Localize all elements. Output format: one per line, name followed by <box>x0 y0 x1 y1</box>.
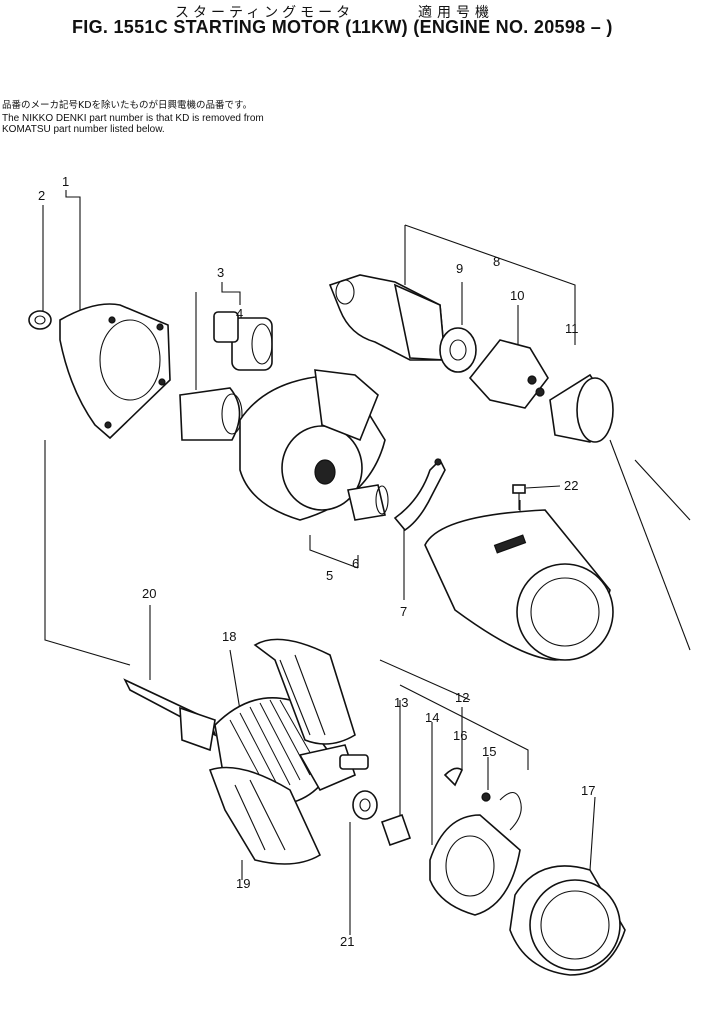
callout-numbers: 1 2 3 4 5 6 7 8 9 10 11 12 13 14 15 16 1… <box>38 174 595 949</box>
callout-1: 1 <box>62 174 69 189</box>
japanese-title: スターティングモータ <box>175 5 355 21</box>
callout-22: 22 <box>564 478 578 493</box>
leader-lines <box>42 190 691 935</box>
callout-14: 14 <box>425 710 439 725</box>
callout-3: 3 <box>217 265 224 280</box>
callout-5: 5 <box>326 568 333 583</box>
callout-9: 9 <box>456 261 463 276</box>
callout-17: 17 <box>581 783 595 798</box>
callout-8: 8 <box>493 254 500 269</box>
callout-13: 13 <box>394 695 408 710</box>
japanese-applicability-label: 適用号機 <box>418 5 494 21</box>
note-japanese: 品番のメーカ記号KDを除いたものが日興電機の品番です。 <box>2 100 253 111</box>
callout-18: 18 <box>222 629 236 644</box>
callout-19: 19 <box>236 876 250 891</box>
callout-6: 6 <box>352 556 359 571</box>
callout-7: 7 <box>400 604 407 619</box>
callout-11: 11 <box>565 321 579 336</box>
figure-title: FIG. 1551C STARTING MOTOR (11KW) (ENGINE… <box>72 17 613 37</box>
callout-12: 12 <box>455 690 469 705</box>
callout-20: 20 <box>142 586 156 601</box>
callout-15: 15 <box>482 744 496 759</box>
note-english-line-2: KOMATSU part number listed below. <box>2 124 165 135</box>
note-english-line-1: The NIKKO DENKI part number is that KD i… <box>2 113 264 124</box>
callout-4: 4 <box>236 306 243 321</box>
callout-2: 2 <box>38 188 45 203</box>
callout-21: 21 <box>340 934 354 949</box>
callout-16: 16 <box>453 728 467 743</box>
callout-10: 10 <box>510 288 524 303</box>
part-shapes <box>28 274 626 976</box>
